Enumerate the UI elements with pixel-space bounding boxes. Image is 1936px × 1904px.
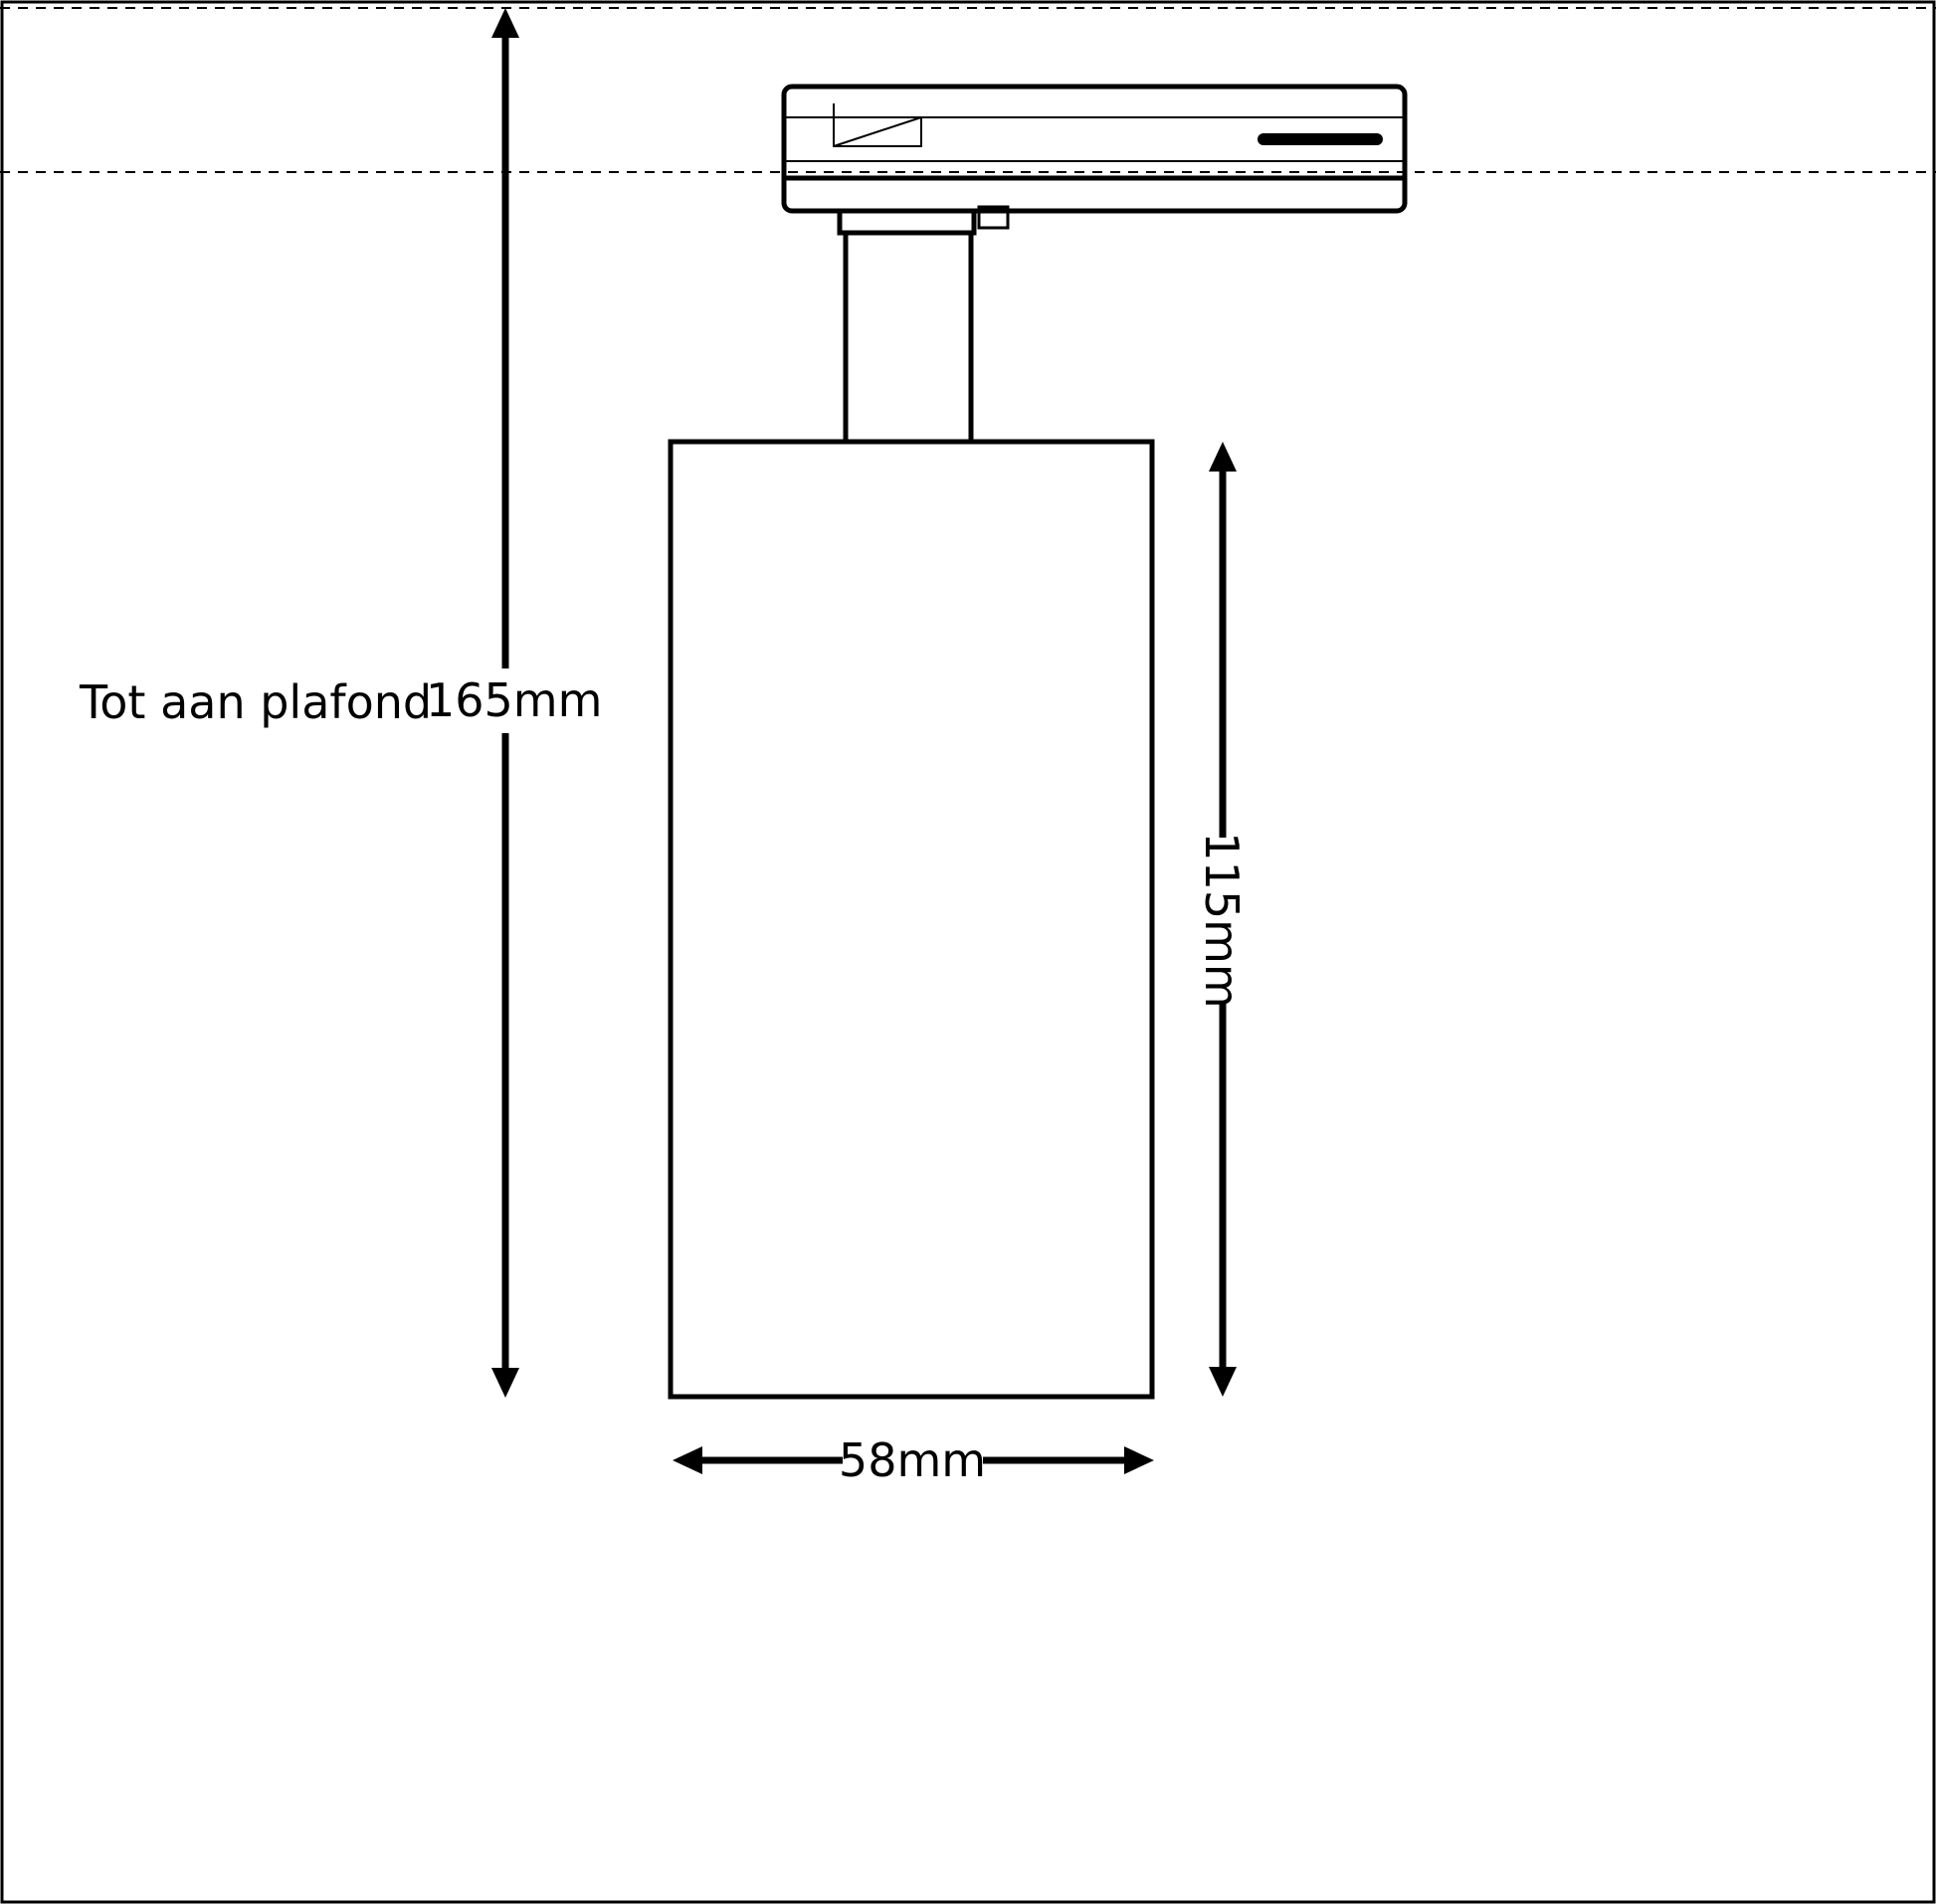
ceiling-note-label: Tot aan plafond (79, 675, 432, 729)
body-height-dimension (1209, 442, 1237, 1397)
total-height-label: 165mm (426, 673, 602, 727)
spot-body (668, 439, 1155, 1400)
track-adapter (781, 84, 1408, 236)
adapter-collar (837, 208, 977, 236)
spot-stem (843, 230, 974, 445)
total-height-dimension (491, 8, 519, 1398)
body-height-label: 115mm (1195, 832, 1249, 1008)
adapter-tab (977, 205, 1010, 230)
body-width-label: 58mm (839, 1433, 986, 1487)
body-width-dimension (673, 1446, 1154, 1474)
